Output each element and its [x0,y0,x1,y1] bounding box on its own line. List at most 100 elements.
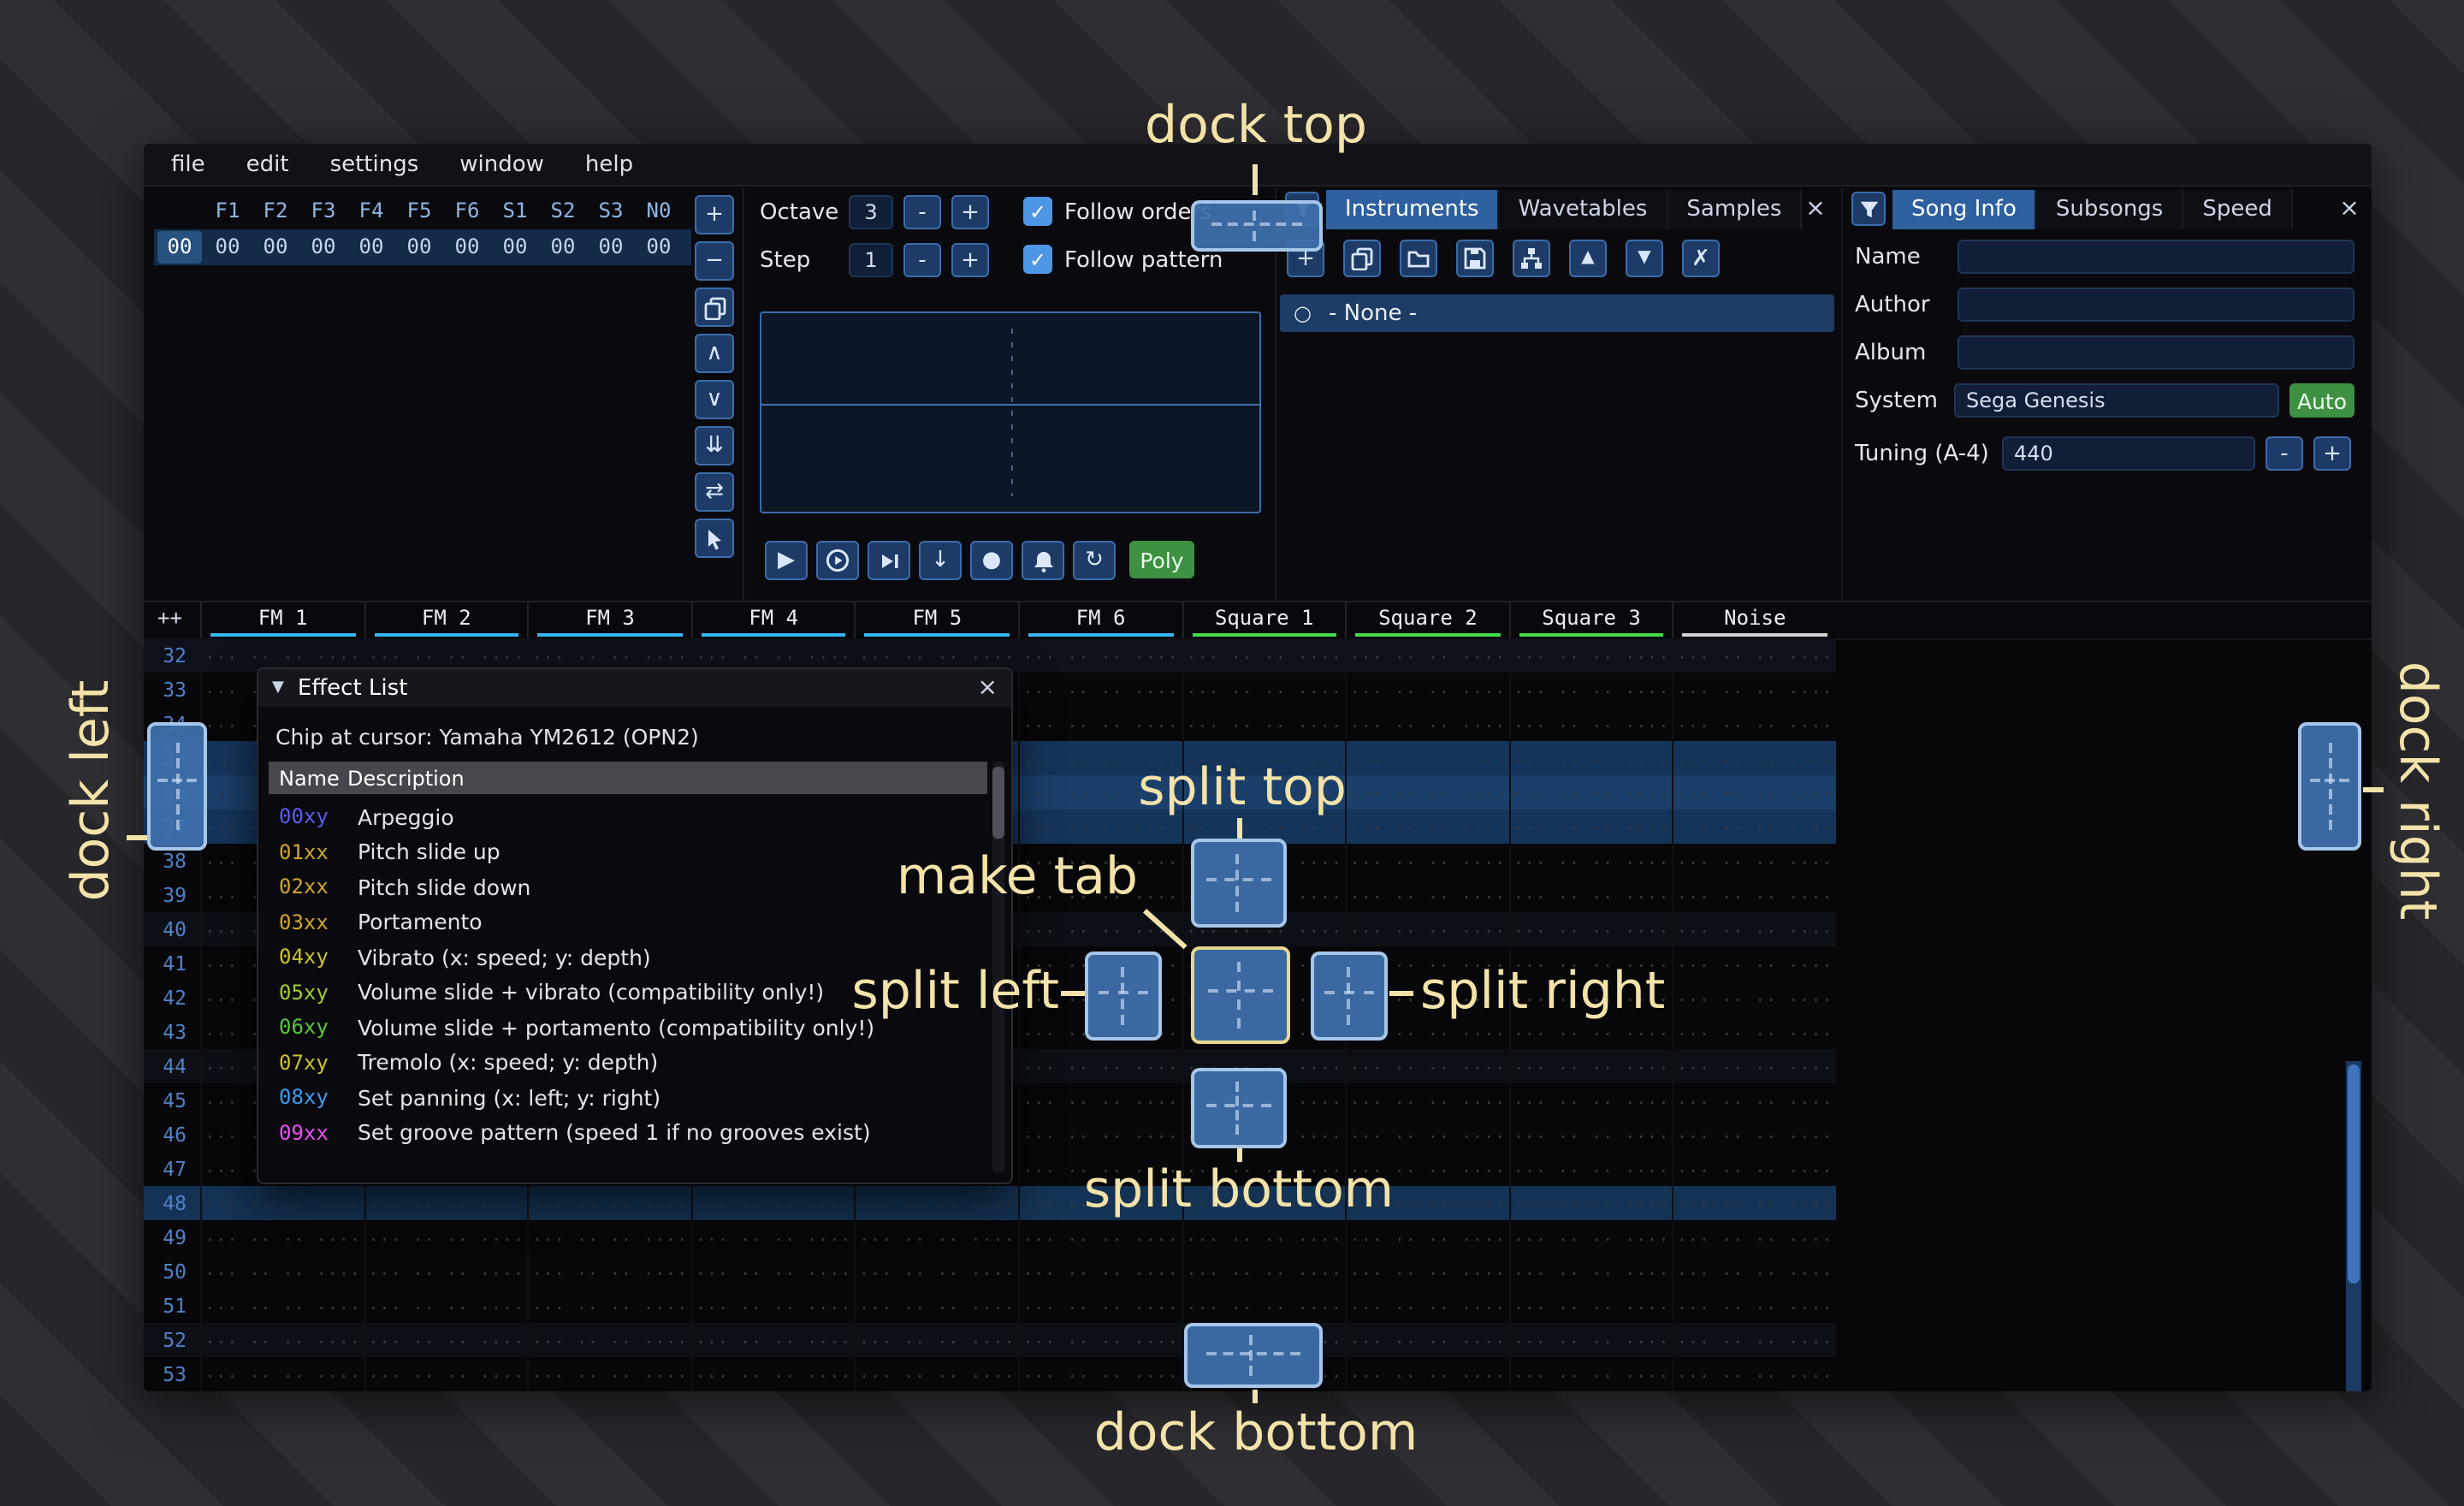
pattern-cell[interactable]: ... .. .. .... [1508,1186,1673,1220]
pattern-cell[interactable]: ... .. .. .... [1508,946,1673,981]
pattern-cell[interactable]: ... .. .. .... [1345,1323,1508,1357]
pattern-cell[interactable]: ... .. .. .... [1508,707,1673,741]
pattern-cell[interactable]: ... .. .. .... [527,1220,690,1254]
pattern-cell[interactable]: ... .. .. .... [1672,1118,1836,1152]
pattern-cell[interactable]: ... .. .. .... [1182,1289,1345,1323]
songinfo-close-button[interactable]: × [2334,192,2365,226]
pattern-cell[interactable]: ... .. .. .... [1672,1289,1836,1323]
channel-header[interactable]: FM 6 [1017,602,1182,638]
tuning-input[interactable]: 440 [2002,436,2255,471]
pattern-cell[interactable]: ... .. .. .... [1508,1254,1673,1289]
pattern-cell[interactable]: ... .. .. .... [1017,1357,1182,1391]
pattern-cell[interactable]: ... .. .. .... [1508,912,1673,946]
pattern-row[interactable]: 53 ... .. .. .... ... .. .. .... ... .. … [144,1357,1836,1391]
pattern-cell[interactable]: ... .. .. .... [1345,638,1508,673]
order-add-button[interactable]: + [695,195,734,234]
pattern-cell[interactable]: ... .. .. .... [200,1254,364,1289]
pattern-cell[interactable]: ... .. .. .... [1508,1049,1673,1083]
split-target-bottom[interactable] [1191,1068,1287,1148]
channel-header[interactable]: FM 2 [364,602,527,638]
instrument-move-up-button[interactable]: ▲ [1569,240,1607,277]
repeat-pattern-button[interactable]: ↻ [1073,541,1116,580]
pattern-cell[interactable]: ... .. .. .... [1672,1152,1836,1186]
channel-header[interactable]: Square 3 [1508,602,1673,638]
menu-item[interactable]: window [459,151,544,177]
order-change-mode-button[interactable]: ⇄ [695,472,734,512]
effect-row[interactable]: 05xy Volume slide + vibrato (compatibili… [269,975,987,1010]
tuning-decrease-button[interactable]: - [2266,436,2303,471]
pattern-cell[interactable]: ... .. .. .... [1345,1254,1508,1289]
step-increase-button[interactable]: + [951,243,989,277]
pattern-cell[interactable]: ... .. .. .... [1345,707,1508,741]
pattern-cell[interactable]: ... .. .. .... [1017,1289,1182,1323]
pattern-cell[interactable]: ... .. .. .... [690,1254,855,1289]
pattern-cell[interactable]: ... .. .. .... [1508,1152,1673,1186]
orders-cell[interactable]: 00 [215,234,240,258]
split-target-left[interactable] [1085,952,1162,1041]
orders-cell[interactable]: 00 [550,234,576,258]
pattern-cell[interactable]: ... .. .. .... [1182,741,1345,775]
pattern-cell[interactable]: ... .. .. .... [1672,946,1836,981]
pattern-cell[interactable]: ... .. .. .... [1508,775,1673,809]
tab-song-info[interactable]: Song Info [1892,190,2037,229]
pattern-cell[interactable]: ... .. .. .... [1345,1152,1508,1186]
instrument-toggle-folders-button[interactable] [1513,240,1550,277]
effect-list-scrollbar-thumb[interactable] [992,767,1004,839]
pattern-cell[interactable]: ... .. .. .... [1182,673,1345,707]
pattern-cell[interactable]: ... .. .. .... [1672,844,1836,878]
pattern-row[interactable]: 52 ... .. .. .... ... .. .. .... ... .. … [144,1323,1836,1357]
pattern-cell[interactable]: ... .. .. .... [1672,809,1836,844]
pattern-cell[interactable]: ... .. .. .... [1672,981,1836,1015]
pattern-cell[interactable]: ... .. .. .... [1508,878,1673,912]
dock-target-right[interactable] [2298,722,2361,851]
pattern-cell[interactable]: ... .. .. .... [1672,741,1836,775]
pattern-cell[interactable]: ... .. .. .... [1672,1323,1836,1357]
poly-toggle-button[interactable]: Poly [1129,541,1194,578]
pattern-cell[interactable]: ... .. .. .... [1017,707,1182,741]
pattern-cell[interactable]: ... .. .. .... [1672,673,1836,707]
pattern-cell[interactable]: ... .. .. .... [1345,1220,1508,1254]
pattern-cell[interactable]: ... .. .. .... [1345,1186,1508,1220]
pattern-cell[interactable]: ... .. .. .... [1017,741,1182,775]
pattern-cell[interactable]: ... .. .. .... [1508,981,1673,1015]
instrument-open-button[interactable] [1400,240,1437,277]
instrument-duplicate-button[interactable] [1343,240,1381,277]
pattern-cell[interactable]: ... .. .. .... [200,1357,364,1391]
pattern-cell[interactable]: ... .. .. .... [1345,775,1508,809]
orders-cell[interactable]: 00 [646,234,672,258]
pattern-cell[interactable]: ... .. .. .... [1508,844,1673,878]
pattern-cell[interactable]: ... .. .. .... [527,1323,690,1357]
pattern-cell[interactable]: ... .. .. .... [1345,1083,1508,1118]
tab-subsongs[interactable]: Subsongs [2036,190,2184,229]
pattern-cell[interactable]: ... .. .. .... [1182,1152,1345,1186]
pattern-cell[interactable]: ... .. .. .... [1182,638,1345,673]
pattern-cell[interactable]: ... .. .. .... [364,1220,527,1254]
orders-row-index[interactable]: 00 [157,231,202,264]
pattern-cell[interactable]: ... .. .. .... [1345,1049,1508,1083]
effect-list-close-button[interactable]: × [977,674,998,702]
effect-row[interactable]: 08xy Set panning (x: left; y: right) [269,1080,987,1115]
pattern-cell[interactable]: ... .. .. .... [1508,1083,1673,1118]
pattern-cell[interactable]: ... .. .. .... [1345,741,1508,775]
metronome-button[interactable] [1022,541,1064,580]
order-remove-button[interactable]: − [695,241,734,281]
pattern-cell[interactable]: ... .. .. .... [1672,638,1836,673]
pattern-expand-button[interactable]: ++ [157,606,182,630]
play-from-cursor-button[interactable] [868,541,910,580]
order-duplicate-button[interactable] [695,288,734,327]
channel-header[interactable]: FM 4 [690,602,855,638]
channel-header[interactable]: FM 5 [854,602,1018,638]
pattern-cell[interactable]: ... .. .. .... [527,1357,690,1391]
pattern-cell[interactable]: ... .. .. .... [854,1220,1018,1254]
octave-decrease-button[interactable]: - [903,195,941,229]
pattern-cell[interactable]: ... .. .. .... [1672,1186,1836,1220]
pattern-cell[interactable]: ... .. .. .... [1508,1357,1673,1391]
pattern-cell[interactable]: ... .. .. .... [364,1289,527,1323]
pattern-cell[interactable]: ... .. .. .... [1017,1083,1182,1118]
pattern-cell[interactable]: ... .. .. .... [1672,912,1836,946]
pattern-row[interactable]: 48 ... .. .. .... ... .. .. .... ... .. … [144,1186,1836,1220]
pattern-cell[interactable]: ... .. .. .... [854,638,1018,673]
tab-wavetables[interactable]: Wavetables [1499,190,1668,229]
pattern-cell[interactable]: ... .. .. .... [1017,809,1182,844]
pattern-cell[interactable]: ... .. .. .... [1345,1357,1508,1391]
